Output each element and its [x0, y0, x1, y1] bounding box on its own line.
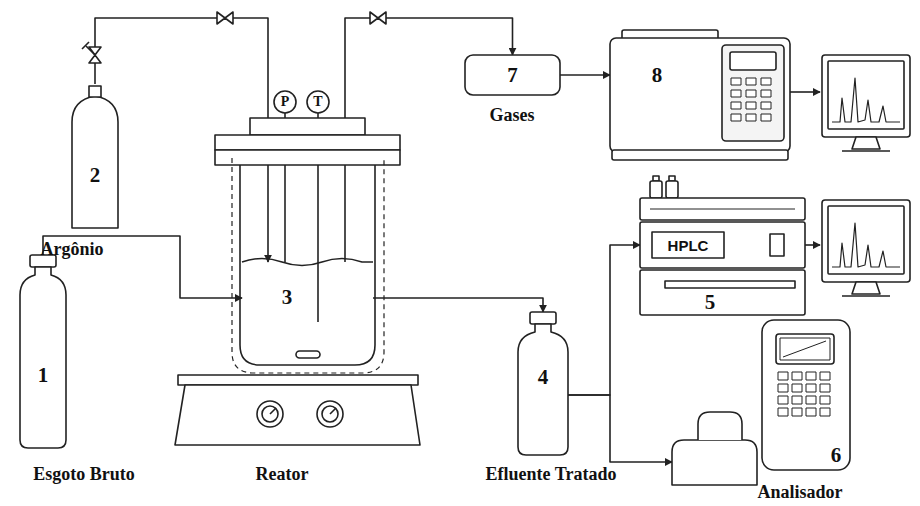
callout-number: T — [313, 95, 322, 109]
part-label: Gases — [490, 106, 535, 124]
bottle-drawing — [20, 255, 66, 448]
hplc-drawing — [640, 176, 805, 315]
gas-chromatograph: 8 — [610, 38, 790, 160]
gas-cylinder-drawing — [72, 42, 118, 228]
callout-number: 2 — [90, 165, 101, 186]
monitor-drawing — [822, 55, 910, 296]
callout-number: 7 — [507, 65, 518, 86]
callout-number: 8 — [652, 65, 663, 86]
gas-collector: 7Gases — [465, 55, 560, 95]
pressure-gauge: P — [274, 91, 296, 113]
callout-number: 1 — [38, 365, 49, 386]
gauge-circle — [274, 91, 329, 113]
valve-symbol — [217, 12, 386, 24]
gas-collector-box — [465, 55, 560, 95]
flow-line — [373, 298, 543, 312]
callout-number: 6 — [831, 445, 842, 466]
analyzer-device: 6Analisador — [672, 318, 852, 470]
analyzer-drawing — [672, 320, 850, 485]
part-label: Esgoto Bruto — [33, 465, 135, 483]
feed-bottle: 1Esgoto Bruto — [20, 255, 66, 448]
reactor-drawing — [175, 118, 420, 445]
flow-line — [568, 395, 672, 462]
effluent-bottle: 4Efluente Tratado — [518, 312, 568, 455]
part-label: Efluente Tratado — [486, 465, 617, 483]
callout-number: 5 — [705, 292, 716, 313]
callout-number: HPLC — [668, 238, 709, 253]
gas-cylinder: 2Argônio — [72, 84, 118, 228]
part-label: Analisador — [757, 483, 842, 501]
callout-number: P — [281, 95, 290, 109]
callout-number: 3 — [282, 287, 293, 308]
hplc-instrument: HPLC 5 — [640, 190, 805, 315]
bottle-drawing — [518, 312, 568, 455]
reactor-vessel: 3Reator — [242, 262, 373, 360]
part-label: Reator — [256, 465, 309, 483]
part-label: Argônio — [41, 240, 104, 258]
flow-line — [560, 74, 610, 76]
flow-line — [568, 245, 640, 395]
chromatograph-drawing — [610, 30, 790, 160]
temperature-gauge: T — [307, 91, 329, 113]
callout-number: 4 — [538, 367, 549, 388]
